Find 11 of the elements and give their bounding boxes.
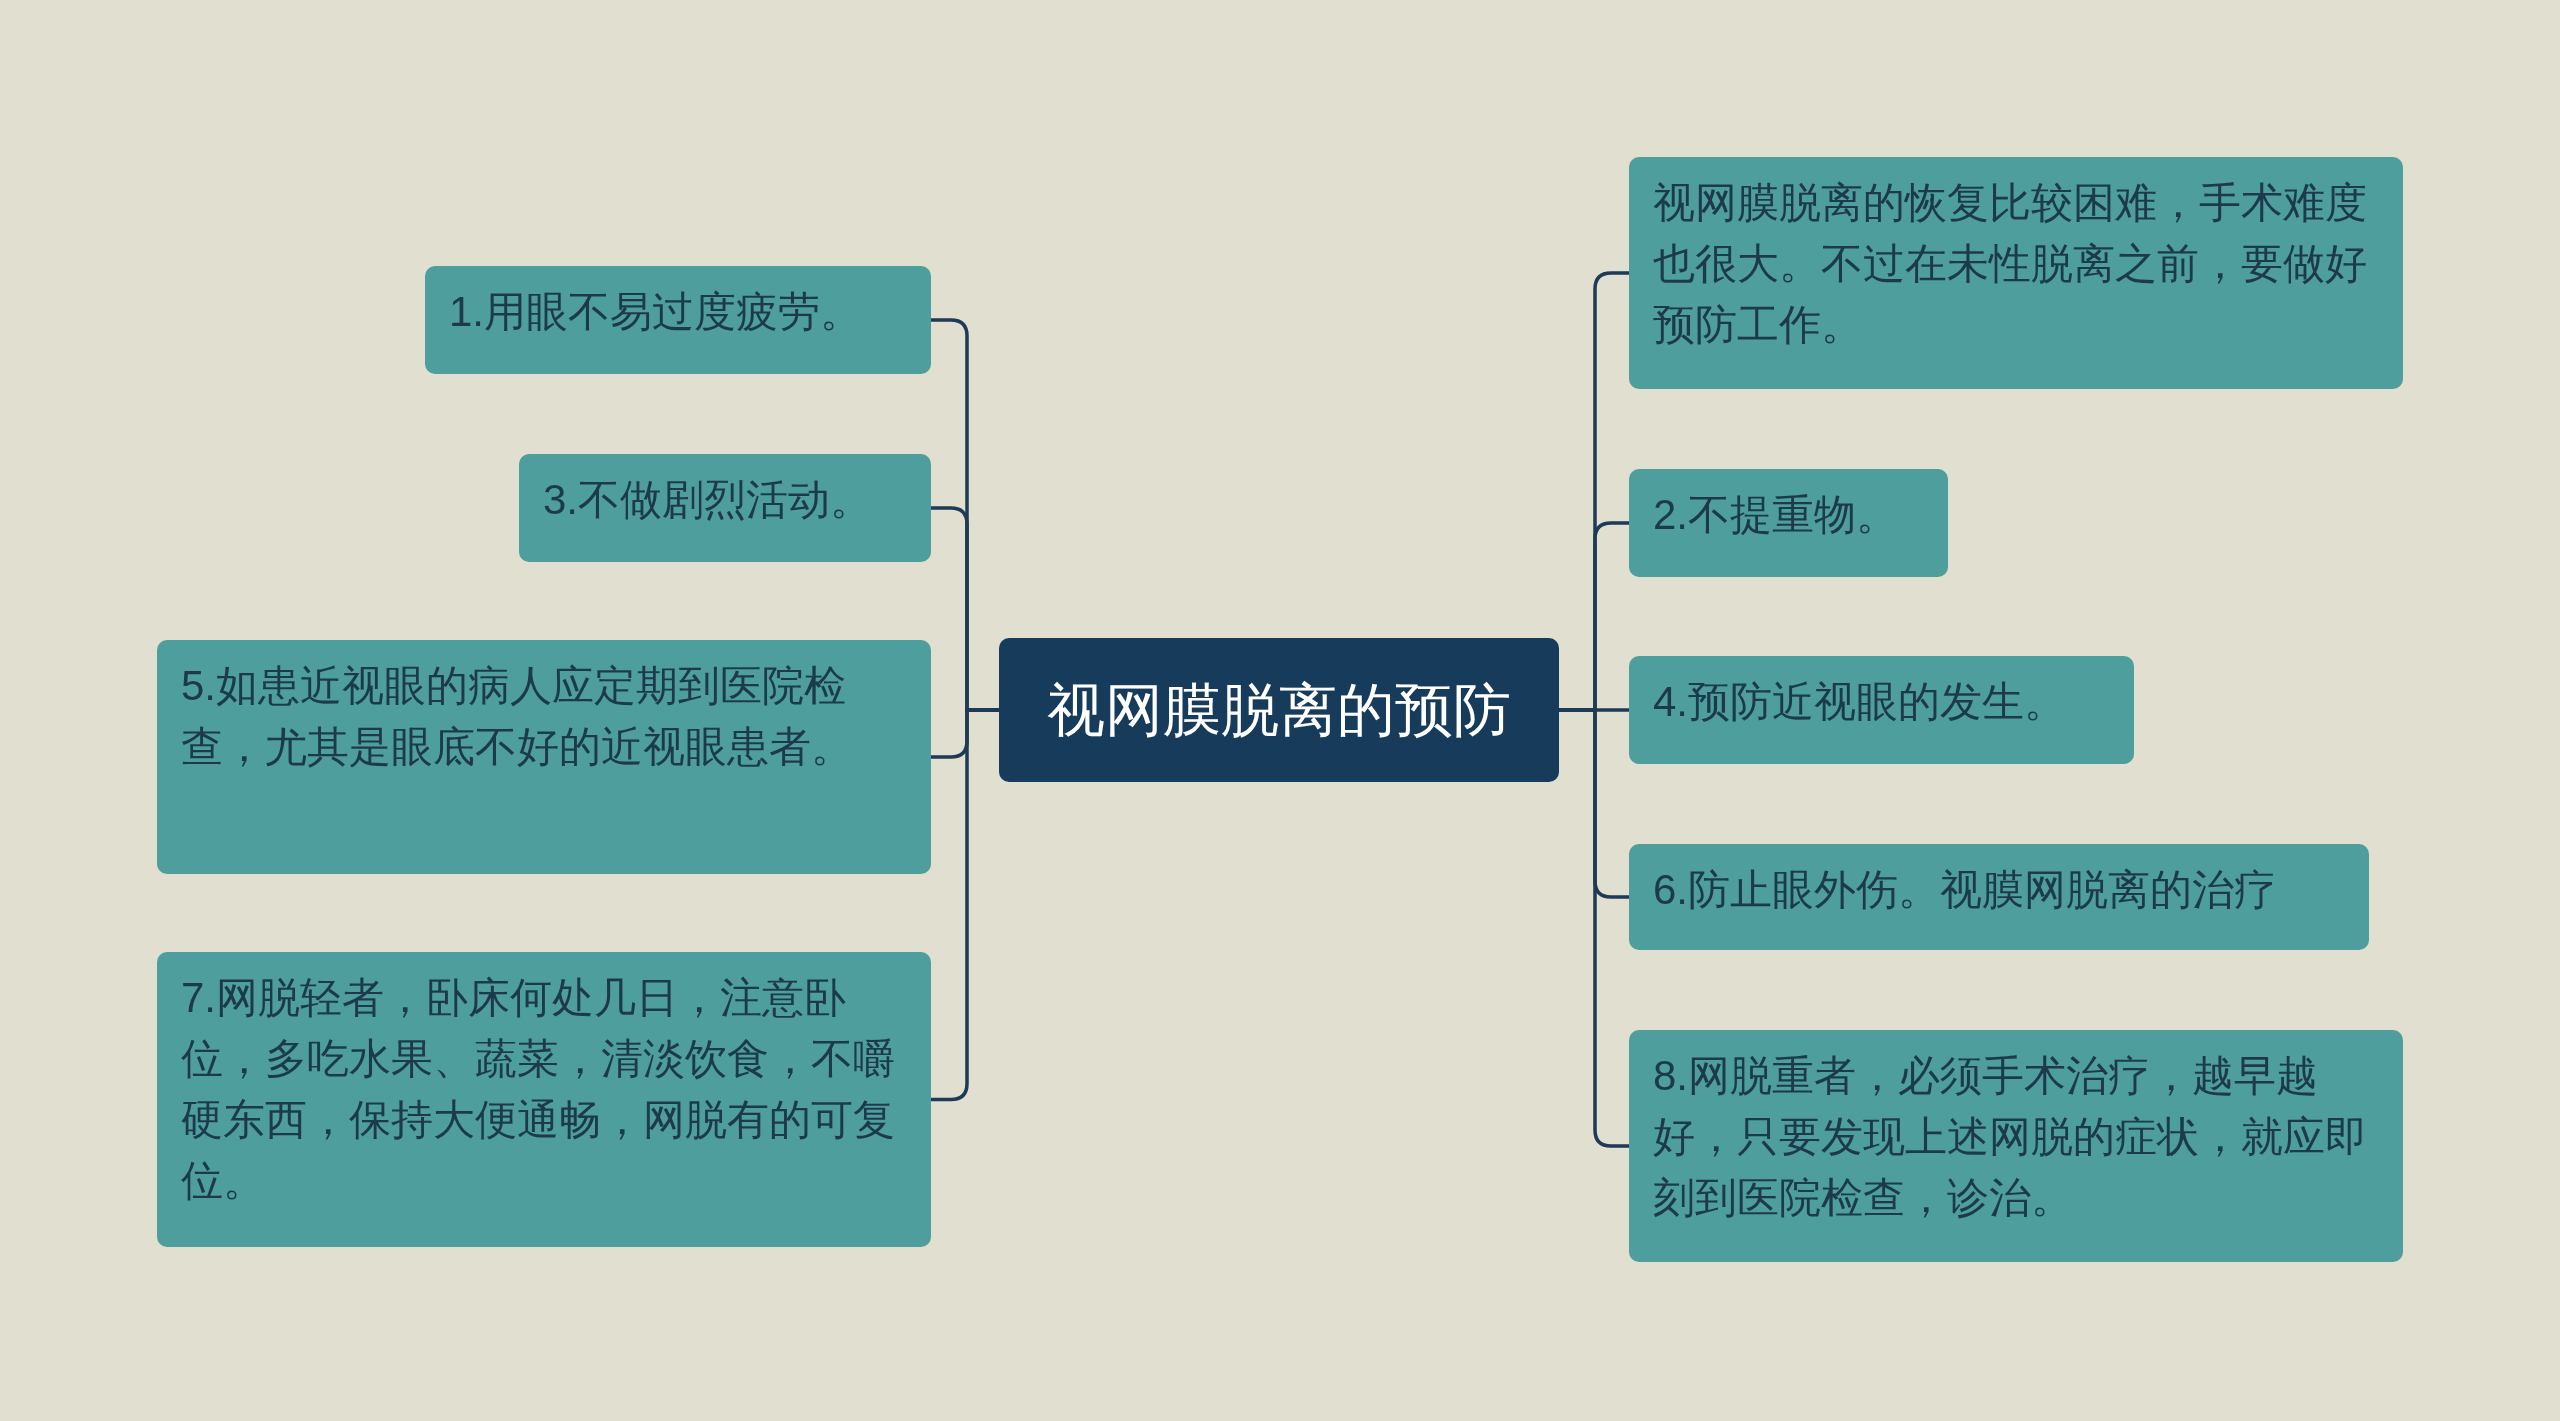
topic-box: 1.用眼不易过度疲劳。 bbox=[425, 266, 931, 374]
topic-box: 2.不提重物。 bbox=[1629, 469, 1948, 577]
central-topic-box: 视网膜脱离的预防 bbox=[999, 638, 1559, 782]
topic-box: 7.网脱轻者，卧床何处几日，注意卧位，多吃水果、蔬菜，清淡饮食，不嚼硬东西，保持大便通畅，网脱有的可复位。 bbox=[157, 952, 931, 1247]
topic-box: 4.预防近视眼的发生。 bbox=[1629, 656, 2134, 764]
topic-box: 6.防止眼外伤。视膜网脱离的治疗 bbox=[1629, 844, 2369, 950]
connector-line bbox=[1559, 708, 1629, 1148]
topic-box: 5.如患近视眼的病人应定期到医院检查，尤其是眼底不好的近视眼患者。 bbox=[157, 640, 931, 874]
topic-box: 3.不做剧烈活动。 bbox=[519, 454, 931, 562]
topic-box: 8.网脱重者，必须手术治疗，越早越好，只要发现上述网脱的症状，就应即刻到医院检查，诊治。 bbox=[1629, 1030, 2403, 1262]
topic-box: 视网膜脱离的恢复比较困难，手术难度也很大。不过在未性脱离之前，要做好预防工作。 bbox=[1629, 157, 2403, 389]
